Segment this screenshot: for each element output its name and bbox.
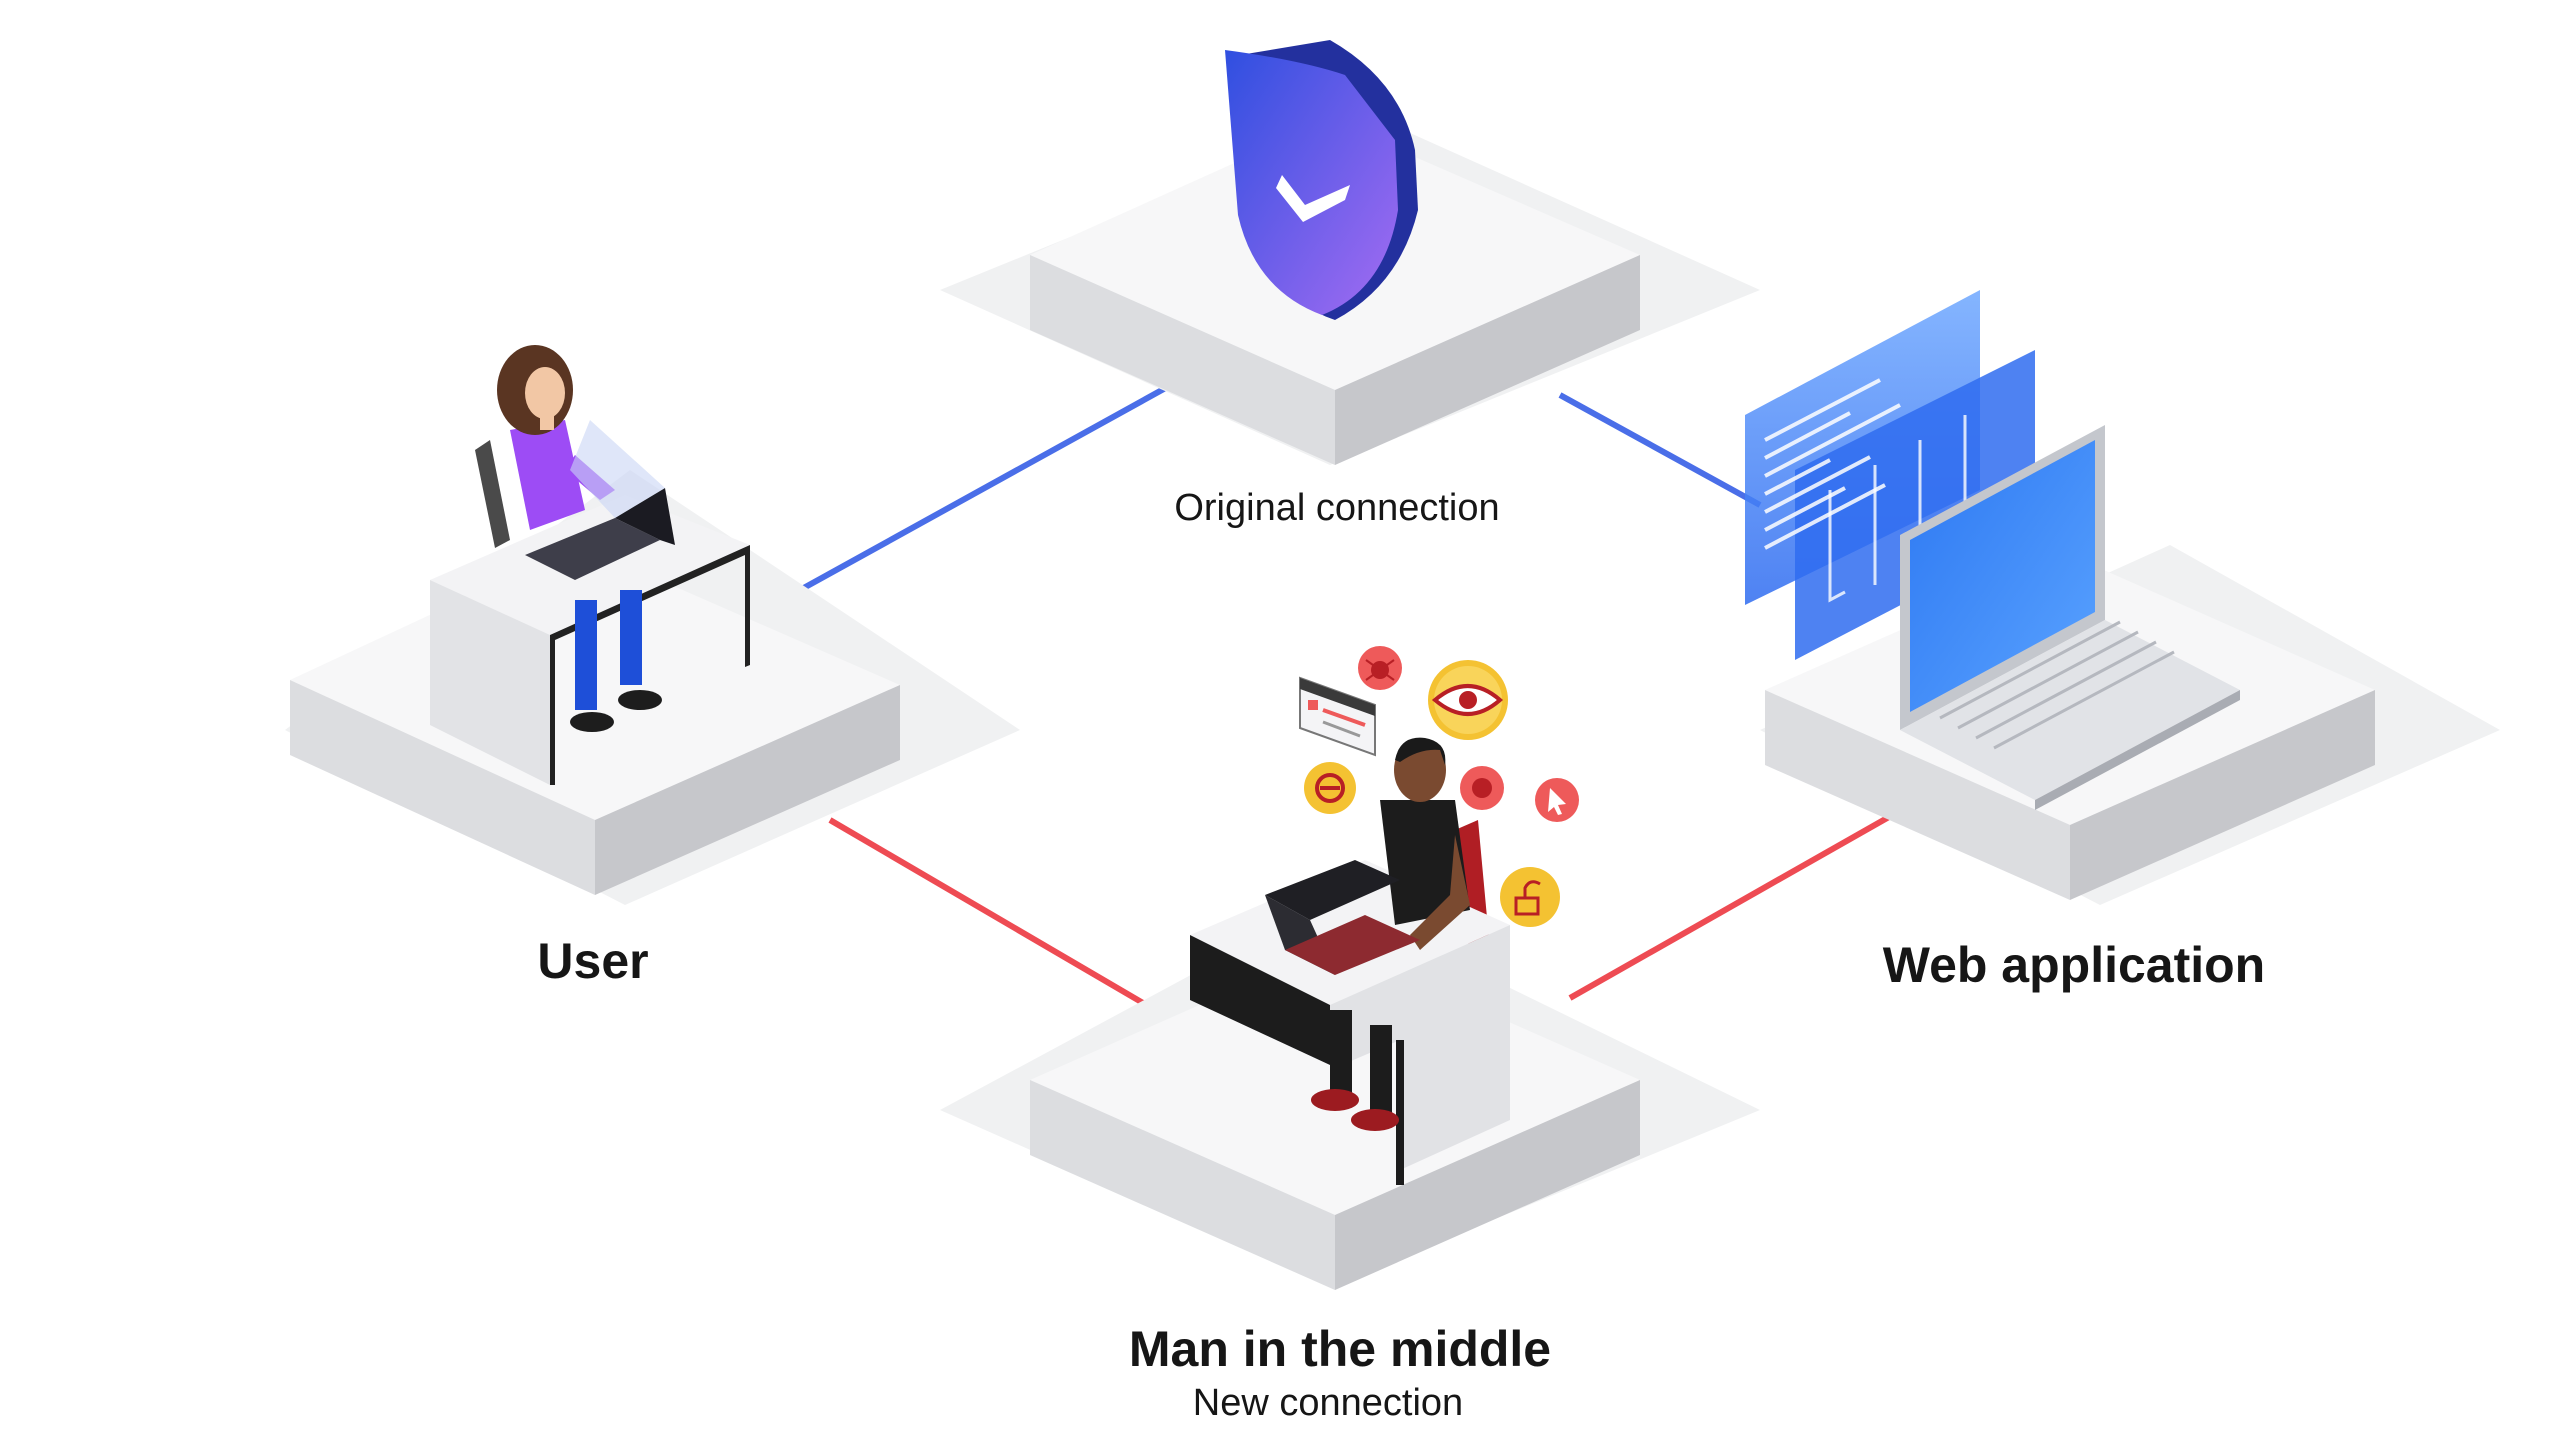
shield-check-icon bbox=[1225, 40, 1418, 320]
cursor-icon bbox=[1535, 778, 1579, 822]
original-connection-label: Original connection bbox=[1174, 487, 1500, 529]
block-icon bbox=[1304, 762, 1356, 814]
user-figure bbox=[430, 345, 750, 785]
bug-icon bbox=[1358, 646, 1402, 690]
alert-icon bbox=[1460, 766, 1504, 810]
new-connection-line-right bbox=[1568, 802, 1912, 1001]
original-connection-line-left bbox=[798, 377, 1182, 593]
warning-window-icon bbox=[1299, 676, 1376, 757]
code-window-panels bbox=[1745, 290, 2035, 660]
user-label: User bbox=[537, 933, 649, 989]
web-application-label: Web application bbox=[1882, 937, 2266, 993]
new-connection-line-left bbox=[828, 817, 1157, 1013]
eye-icon bbox=[1428, 660, 1508, 740]
man-in-the-middle-label: Man in the middle bbox=[1128, 1321, 1552, 1377]
connection-lines bbox=[798, 377, 1912, 1013]
original-connection-line-right bbox=[1558, 392, 1762, 508]
unlock-icon bbox=[1500, 867, 1560, 927]
attacker-figure bbox=[1190, 737, 1510, 1185]
laptop-icon bbox=[1900, 425, 2240, 810]
new-connection-label: New connection bbox=[1192, 1382, 1464, 1424]
